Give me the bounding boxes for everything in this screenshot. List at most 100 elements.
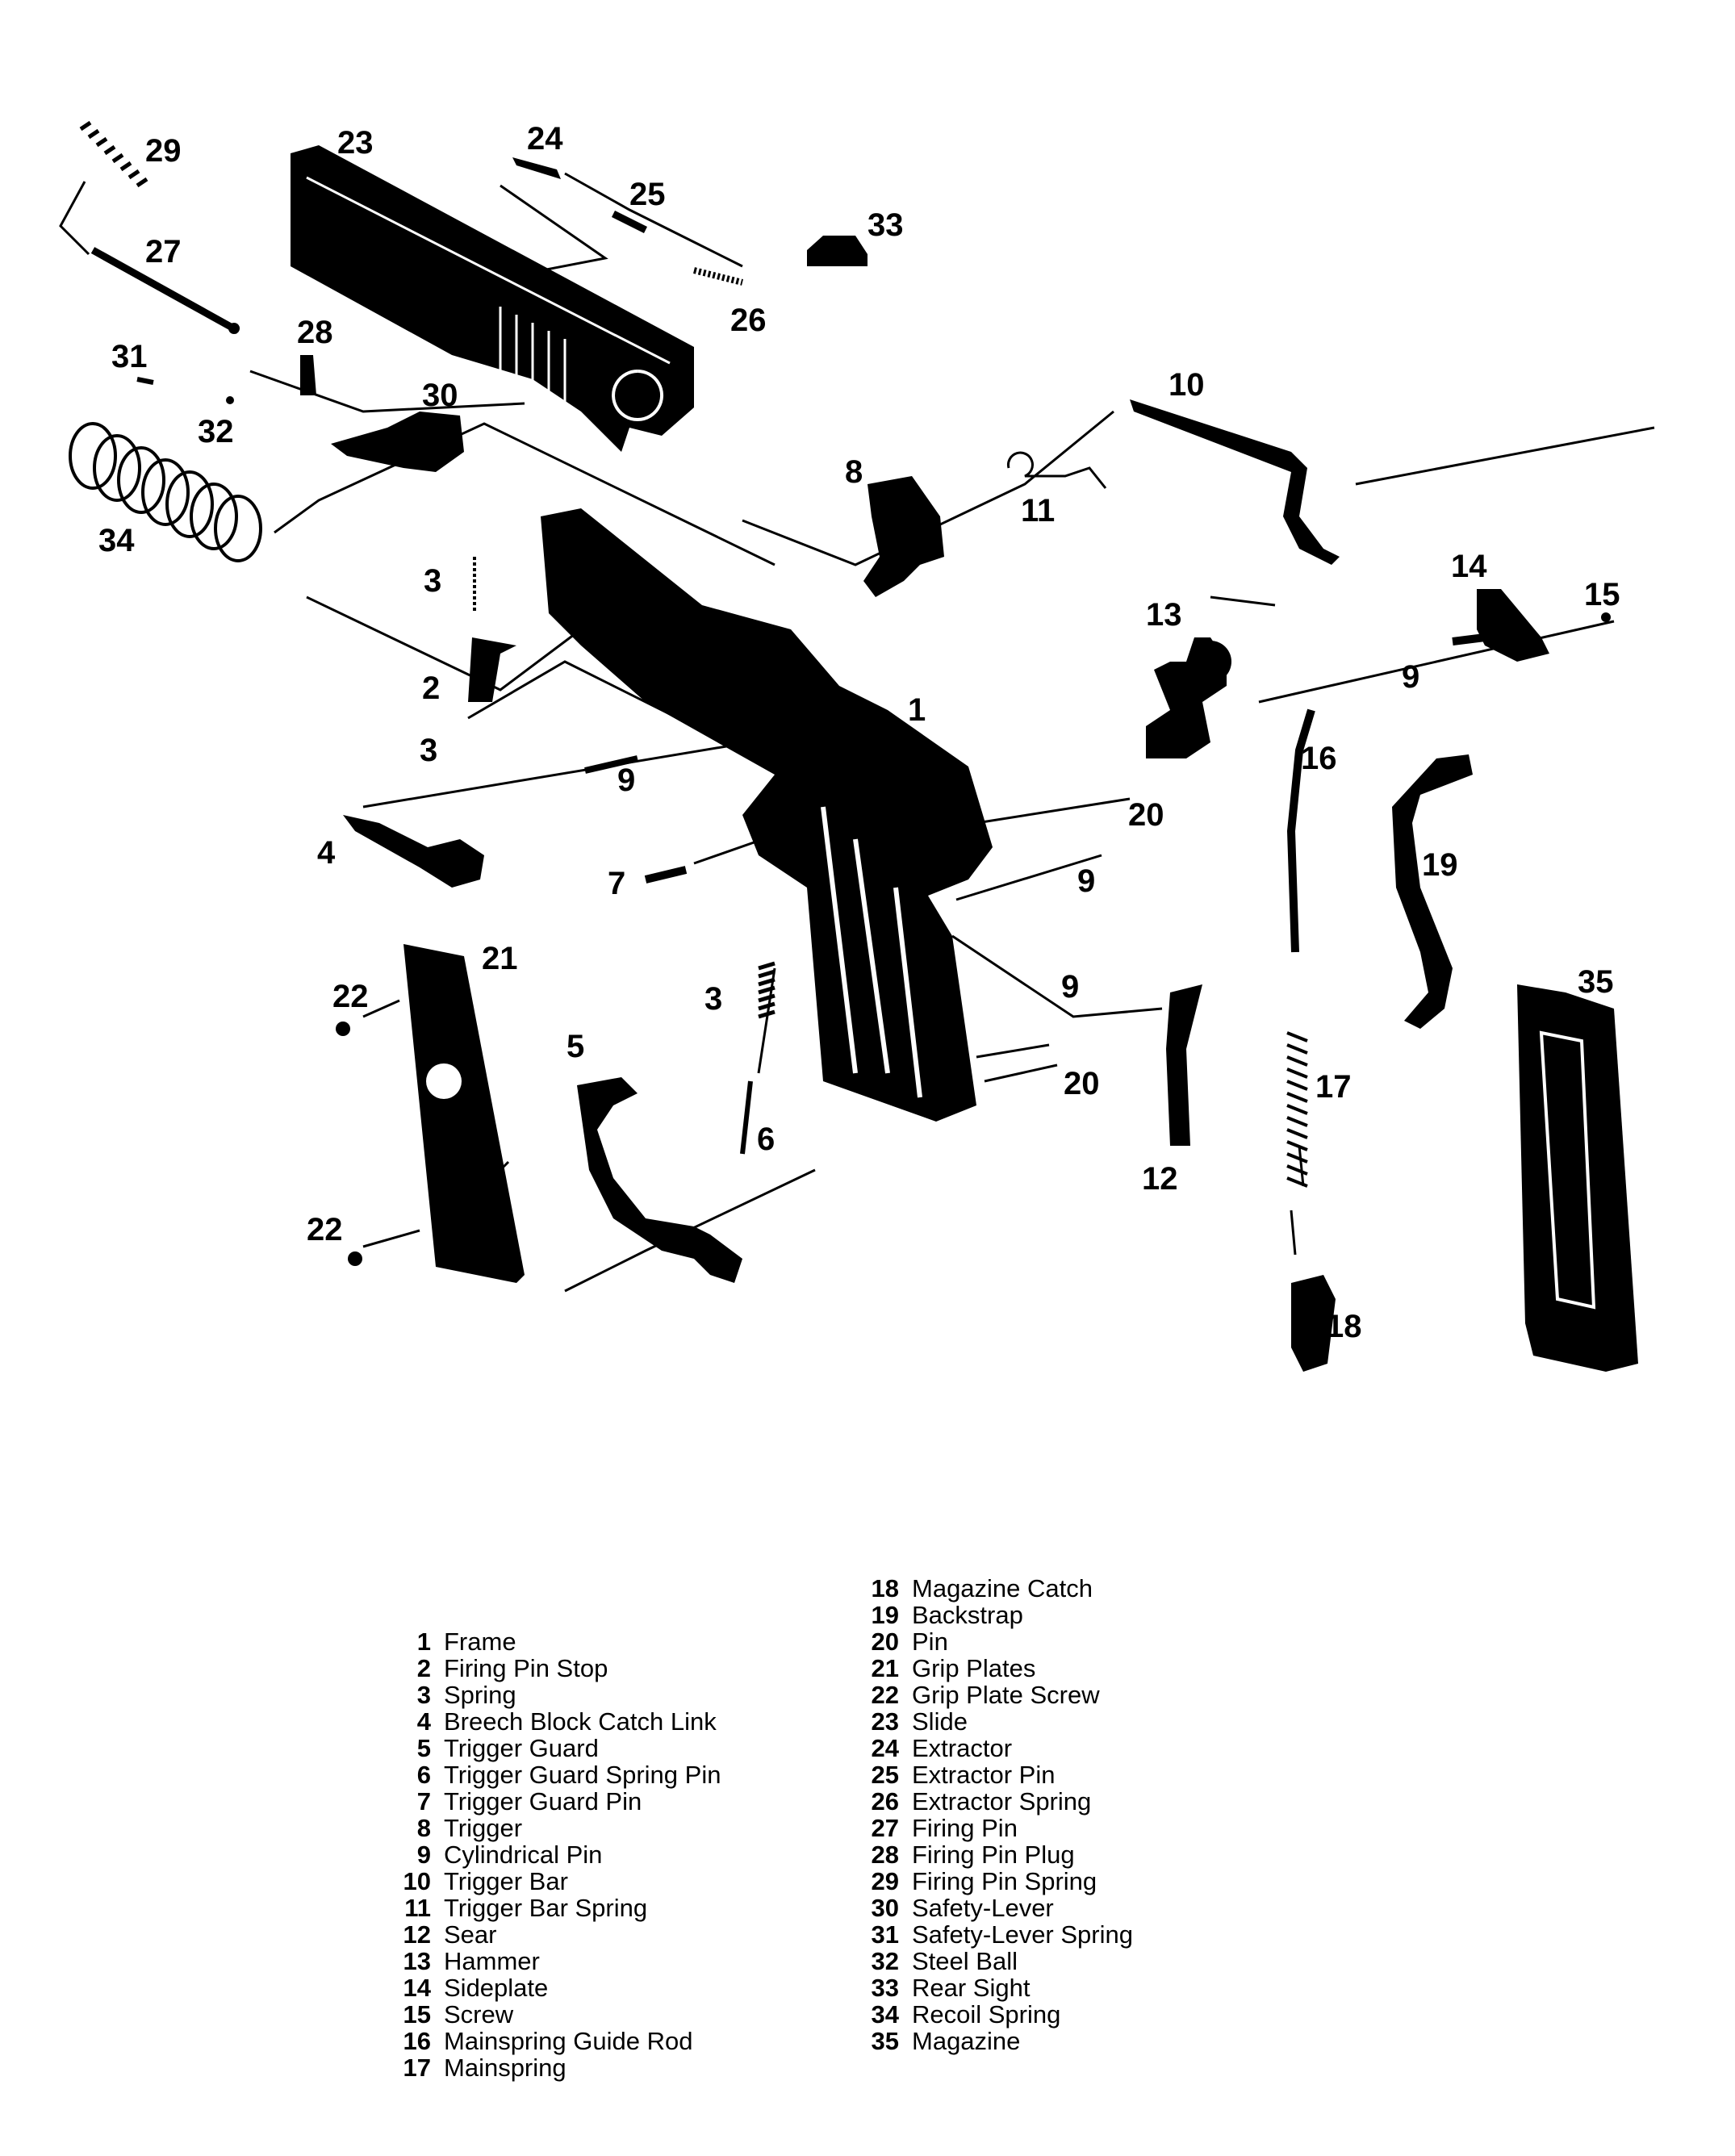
legend-item-name: Firing Pin Spring bbox=[912, 1867, 1097, 1895]
screw-22-top-icon bbox=[336, 1022, 350, 1036]
frame-1-icon bbox=[541, 508, 993, 1122]
callout-9-lower: 9 bbox=[1061, 969, 1079, 1005]
legend-item-number: 20 bbox=[871, 1627, 899, 1656]
legend-item-name: Rear Sight bbox=[912, 1974, 1031, 2002]
sear-12-icon bbox=[1166, 984, 1202, 1146]
legend-item-name: Trigger Guard Pin bbox=[444, 1787, 642, 1815]
legend-item: 16 Mainspring Guide Rod bbox=[395, 2028, 721, 2054]
legend-item-name: Mainspring Guide Rod bbox=[444, 2027, 693, 2055]
callout-4: 4 bbox=[317, 835, 336, 871]
callout-20-upper: 20 bbox=[1128, 797, 1164, 833]
legend-item-number: 4 bbox=[416, 1707, 431, 1736]
legend-item-name: Trigger bbox=[444, 1814, 523, 1842]
parts-silhouettes bbox=[69, 120, 1638, 1372]
legend-item: 14 Sideplate bbox=[395, 1974, 721, 2001]
spring-3-mid-icon bbox=[758, 961, 776, 1019]
callout-11: 11 bbox=[1021, 493, 1055, 529]
callout-33: 33 bbox=[868, 207, 904, 243]
recoil-spring-34-icon bbox=[69, 422, 262, 562]
extractor-pin-25-icon bbox=[611, 210, 648, 234]
legend-item-number: 32 bbox=[871, 1947, 899, 1975]
callout-13: 13 bbox=[1146, 597, 1182, 633]
legend-item-name: Spring bbox=[444, 1681, 516, 1709]
legend-item-name: Pin bbox=[912, 1627, 948, 1656]
callout-10: 10 bbox=[1169, 367, 1205, 403]
callout-27: 27 bbox=[145, 234, 182, 270]
legend-item: 29 Firing Pin Spring bbox=[863, 1868, 1133, 1895]
safety-lever-30-icon bbox=[331, 412, 464, 472]
callout-5: 5 bbox=[566, 1029, 584, 1064]
callout-9-left: 9 bbox=[617, 763, 635, 798]
firing-pin-stop-2-icon bbox=[468, 637, 516, 702]
extractor-spring-26-icon bbox=[693, 267, 743, 286]
legend-item-number: 8 bbox=[416, 1814, 431, 1842]
legend-item: 18 Magazine Catch bbox=[863, 1575, 1133, 1602]
trigger-bar-spring-11-icon bbox=[1006, 451, 1107, 489]
rear-sight-33-icon bbox=[807, 236, 868, 266]
legend-item-name: Frame bbox=[444, 1627, 516, 1656]
callout-24: 24 bbox=[527, 121, 563, 157]
callout-22-lower: 22 bbox=[307, 1212, 343, 1247]
callout-8: 8 bbox=[845, 454, 863, 490]
legend-item-number: 12 bbox=[403, 1920, 431, 1949]
legend-item-name: Magazine Catch bbox=[912, 1574, 1093, 1602]
grip-plate-21-icon bbox=[403, 944, 525, 1283]
screw-22-bottom-icon bbox=[348, 1251, 362, 1266]
firing-pin-27-icon bbox=[90, 247, 240, 334]
callout-15: 15 bbox=[1584, 577, 1620, 612]
legend-item-number: 9 bbox=[416, 1841, 431, 1869]
legend-item-number: 7 bbox=[416, 1787, 431, 1815]
callout-17: 17 bbox=[1315, 1069, 1352, 1105]
legend-item-name: Firing Pin bbox=[912, 1814, 1018, 1842]
callout-35: 35 bbox=[1578, 964, 1614, 1000]
callout-18: 18 bbox=[1326, 1309, 1362, 1344]
legend-item-name: Grip Plate Screw bbox=[912, 1681, 1100, 1709]
spring-29-icon bbox=[79, 120, 148, 188]
callout-16: 16 bbox=[1301, 741, 1337, 776]
legend-item-number: 16 bbox=[403, 2027, 431, 2055]
callout-1: 1 bbox=[908, 692, 926, 728]
legend-item-number: 18 bbox=[871, 1574, 899, 1602]
legend-item-number: 21 bbox=[871, 1654, 899, 1682]
trigger-guard-pin-7-icon bbox=[644, 866, 688, 884]
callout-19: 19 bbox=[1422, 847, 1458, 883]
trigger-guard-spring-pin-6-icon bbox=[740, 1080, 753, 1155]
legend-item-number: 34 bbox=[871, 2000, 899, 2029]
legend-item: 1 Frame bbox=[395, 1628, 721, 1655]
legend-item-name: Sideplate bbox=[444, 1974, 549, 2002]
callout-6: 6 bbox=[757, 1122, 775, 1157]
sideplate-14-icon bbox=[1452, 589, 1549, 662]
legend-item-number: 29 bbox=[871, 1867, 899, 1895]
hammer-13-icon bbox=[1146, 637, 1231, 758]
legend-item-number: 14 bbox=[403, 1974, 431, 2002]
magazine-catch-18-icon bbox=[1291, 1275, 1336, 1372]
legend-item-name: Cylindrical Pin bbox=[444, 1841, 603, 1869]
legend-item-number: 1 bbox=[416, 1627, 431, 1656]
plug-28-icon bbox=[300, 355, 316, 395]
callout-34: 34 bbox=[98, 523, 135, 558]
legend-item: 8 Trigger bbox=[395, 1815, 721, 1841]
callout-7: 7 bbox=[608, 866, 625, 901]
legend-item-name: Steel Ball bbox=[912, 1947, 1018, 1975]
ball-32-icon bbox=[226, 396, 234, 404]
legend-item-name: Extractor Spring bbox=[912, 1787, 1092, 1815]
callout-29: 29 bbox=[145, 133, 182, 169]
legend-item: 7 Trigger Guard Pin bbox=[395, 1788, 721, 1815]
legend-item-number: 10 bbox=[403, 1867, 431, 1895]
